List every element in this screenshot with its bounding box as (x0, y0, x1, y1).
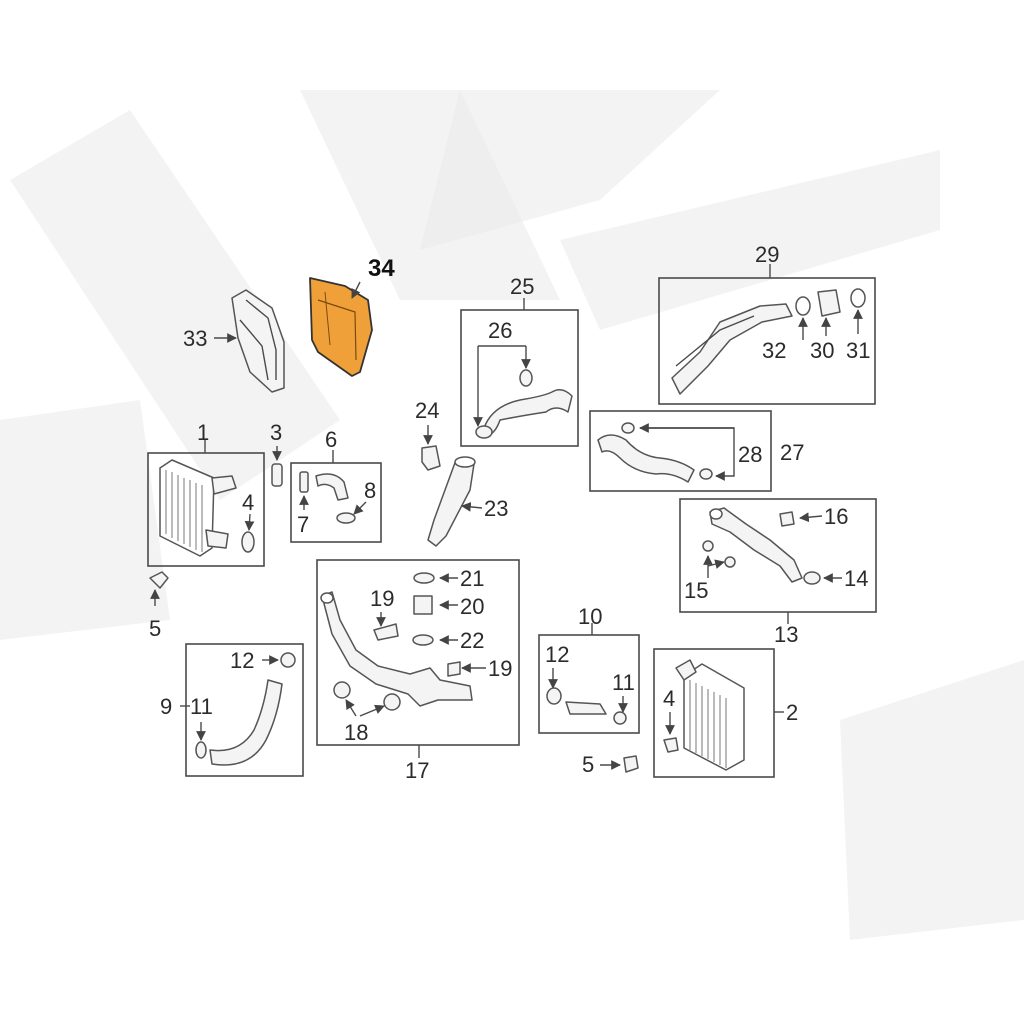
callout-22: 22 (460, 628, 484, 653)
callout-4-left: 4 (242, 490, 254, 515)
callout-12-left: 12 (230, 648, 254, 673)
watermark-stripes (0, 90, 1024, 940)
part-24-sensor[interactable]: 24 (415, 398, 441, 471)
callout-3: 3 (270, 420, 282, 445)
part-23-pipe[interactable]: 23 (427, 456, 508, 547)
callout-15: 15 (684, 578, 708, 603)
callout-1: 1 (197, 420, 209, 445)
callout-33: 33 (183, 326, 207, 351)
callout-19-top: 19 (370, 586, 394, 611)
callout-11-left: 11 (190, 694, 213, 719)
callout-29: 29 (755, 242, 779, 267)
part-3-clip[interactable]: 3 (270, 420, 283, 487)
callout-18: 18 (344, 720, 368, 745)
callout-5-left: 5 (149, 616, 161, 641)
part-5-bolt-left[interactable]: 5 (149, 571, 169, 641)
callout-28: 28 (738, 442, 762, 467)
callout-2: 2 (786, 700, 798, 725)
callout-10: 10 (578, 604, 602, 629)
callout-17: 17 (405, 758, 429, 783)
group-27-hose[interactable]: 28 27 (589, 410, 804, 492)
group-6-hose-kit[interactable]: 6 7 8 (290, 427, 382, 543)
callout-5-right: 5 (582, 752, 594, 777)
callout-21: 21 (460, 566, 484, 591)
callout-8: 8 (364, 478, 376, 503)
callout-14: 14 (844, 566, 868, 591)
callout-19-right: 19 (488, 656, 512, 681)
callout-4-right: 4 (663, 686, 675, 711)
group-17-pipe-kit[interactable]: 17 21 20 22 19 19 18 (316, 559, 520, 783)
part-34-air-duct-highlighted[interactable]: 34 (309, 255, 395, 377)
callout-12-right: 12 (545, 642, 569, 667)
group-13-coolant-pipe[interactable]: 13 16 15 14 (679, 498, 877, 647)
callout-26: 26 (488, 318, 512, 343)
part-5-bolt-right[interactable]: 5 (582, 752, 639, 777)
callout-9: 9 (160, 694, 172, 719)
callout-20: 20 (460, 594, 484, 619)
callout-31: 31 (846, 338, 870, 363)
group-25-charge-hose[interactable]: 25 26 (460, 274, 579, 447)
callout-25: 25 (510, 274, 534, 299)
callout-27: 27 (780, 440, 804, 465)
group-10-hose[interactable]: 10 12 11 (538, 604, 640, 734)
callout-7: 7 (297, 512, 309, 537)
callout-23: 23 (484, 496, 508, 521)
part-33-air-guide[interactable]: 33 (183, 289, 285, 393)
callout-32: 32 (762, 338, 786, 363)
callout-16: 16 (824, 504, 848, 529)
group-2-intercooler[interactable]: 2 4 (653, 648, 798, 778)
callout-11-right: 11 (612, 670, 635, 695)
group-9-hose[interactable]: 9 11 12 (160, 643, 304, 777)
callout-6: 6 (325, 427, 337, 452)
group-1-intercooler[interactable]: 1 4 (147, 420, 265, 567)
callout-24: 24 (415, 398, 439, 423)
group-29-pipe-assembly[interactable]: 29 32 30 31 (658, 242, 876, 405)
callout-30: 30 (810, 338, 834, 363)
callout-13: 13 (774, 622, 798, 647)
callout-34: 34 (368, 255, 395, 282)
